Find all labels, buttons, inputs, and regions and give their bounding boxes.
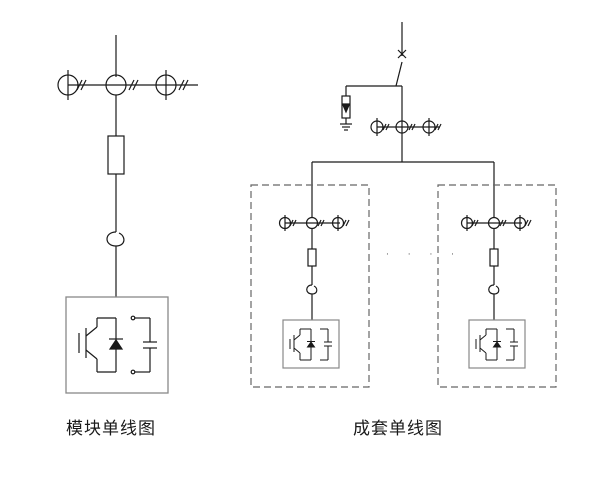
cabinet-right-reactor (488, 284, 500, 300)
cabinet-left-ct-3 (331, 215, 350, 231)
cabinet-left-ct-1 (278, 215, 297, 231)
current-transformer-right (155, 70, 189, 100)
module-diagram (57, 35, 198, 394)
igbt-symbol (78, 317, 116, 373)
freewheel-diode (108, 318, 124, 372)
cabinet-left-fuse (307, 248, 317, 267)
cabinet-right-module-internals (475, 328, 518, 361)
module-box (65, 296, 169, 394)
complete-set-diagram-caption: 成套单线图 (353, 419, 443, 439)
cabinet-left-module-box (282, 319, 340, 369)
dc-capacitor (130, 315, 157, 375)
cabinet-left-module-internals (289, 328, 332, 361)
main-ct-middle (395, 120, 416, 134)
main-ct-left (370, 118, 390, 136)
cabinet-right-ct-3 (513, 215, 532, 231)
complete-set-diagram (250, 22, 557, 388)
cabinet-right (437, 184, 557, 388)
surge-arrester-branch (340, 85, 402, 131)
disconnect-switch (395, 49, 407, 87)
module-diagram-caption: 模块单线图 (66, 419, 156, 439)
module-reactor-hook (106, 231, 125, 260)
cabinet-left-dashed-box (250, 184, 370, 388)
cabinet-right-fuse (489, 248, 499, 267)
main-current-transformers (370, 118, 442, 136)
cabinet-right-ct-1 (460, 215, 479, 231)
module-fuse (107, 135, 125, 175)
main-ct-right (422, 118, 442, 136)
cabinet-ellipsis: · · · · (386, 250, 463, 260)
cabinet-right-dashed-box (437, 184, 557, 388)
cabinet-right-module-box (468, 319, 526, 369)
cabinet-left-reactor (306, 284, 318, 300)
current-transformer-left (57, 70, 87, 100)
cabinet-left (250, 184, 370, 388)
